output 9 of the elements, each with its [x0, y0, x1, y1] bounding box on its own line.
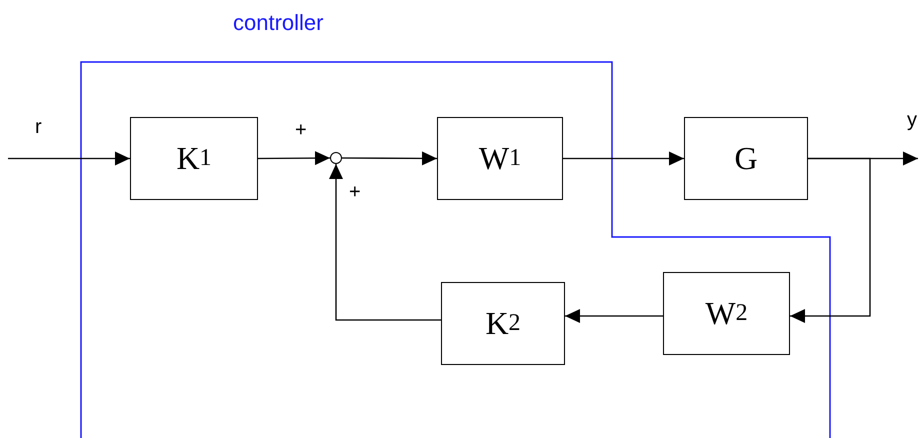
signal-arrow: [329, 164, 441, 321]
summing-junction: [330, 152, 342, 164]
signal-arrow: [563, 152, 684, 166]
signal-arrow: [790, 158, 871, 323]
signal-arrow: [342, 151, 437, 166]
signal-arrow: [8, 152, 130, 166]
region-label: controller: [233, 10, 324, 36]
signal-arrow: [565, 309, 663, 323]
signal-arrow: [258, 151, 330, 166]
